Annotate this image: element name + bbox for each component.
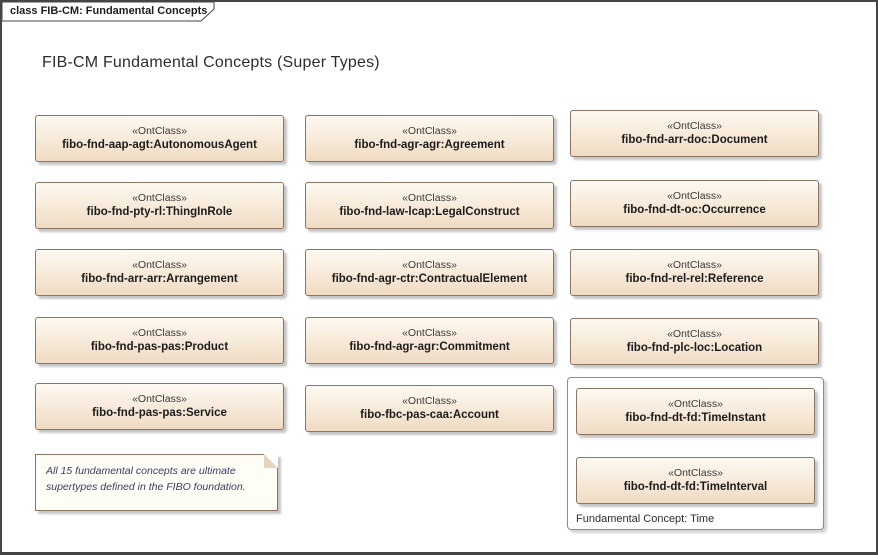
ontclass-box[interactable]: «OntClass» fibo-fnd-dt-oc:Occurrence: [570, 180, 819, 227]
class-name: fibo-fnd-plc-loc:Location: [626, 341, 763, 354]
class-name: fibo-fnd-agr-ctr:ContractualElement: [331, 272, 528, 285]
ontclass-box[interactable]: «OntClass» fibo-fnd-pas-pas:Product: [35, 317, 284, 364]
class-name: fibo-fnd-arr-doc:Document: [621, 133, 768, 146]
stereotype-label: «OntClass»: [668, 398, 723, 410]
class-name: fibo-fnd-pty-rl:ThingInRole: [86, 205, 233, 218]
class-name: fibo-fnd-agr-agr:Commitment: [349, 340, 510, 353]
class-name: fibo-fnd-dt-oc:Occurrence: [623, 203, 766, 216]
class-name: fibo-fnd-law-lcap:LegalConstruct: [339, 205, 520, 218]
stereotype-label: «OntClass»: [132, 327, 187, 339]
note-text: All 15 fundamental concepts are ultimate…: [46, 465, 246, 494]
diagram-title: FIB-CM Fundamental Concepts (Super Types…: [42, 54, 380, 71]
stereotype-label: «OntClass»: [667, 259, 722, 271]
ontclass-box[interactable]: «OntClass» fibo-fnd-rel-rel:Reference: [570, 249, 819, 296]
stereotype-label: «OntClass»: [402, 327, 457, 339]
stereotype-label: «OntClass»: [668, 467, 723, 479]
class-name: fibo-fnd-pas-pas:Service: [92, 406, 227, 419]
ontclass-box[interactable]: «OntClass» fibo-fnd-pas-pas:Service: [35, 383, 284, 430]
note[interactable]: All 15 fundamental concepts are ultimate…: [35, 454, 278, 511]
stereotype-label: «OntClass»: [402, 192, 457, 204]
ontclass-box[interactable]: «OntClass» fibo-fnd-arr-doc:Document: [570, 110, 819, 157]
ontclass-box[interactable]: «OntClass» fibo-fnd-law-lcap:LegalConstr…: [305, 182, 554, 229]
ontclass-box[interactable]: «OntClass» fibo-fnd-aap-agt:AutonomousAg…: [35, 115, 284, 162]
stereotype-label: «OntClass»: [132, 393, 187, 405]
stereotype-label: «OntClass»: [132, 259, 187, 271]
stereotype-label: «OntClass»: [132, 192, 187, 204]
ontclass-box[interactable]: «OntClass» fibo-fnd-dt-fd:TimeInterval: [576, 457, 815, 504]
ontclass-box[interactable]: «OntClass» fibo-fnd-pty-rl:ThingInRole: [35, 182, 284, 229]
stereotype-label: «OntClass»: [402, 395, 457, 407]
class-name: fibo-fnd-arr-arr:Arrangement: [81, 272, 238, 285]
frame-tab: class FIB-CM: Fundamental Concepts: [2, 2, 216, 22]
ontclass-box[interactable]: «OntClass» fibo-fnd-agr-ctr:ContractualE…: [305, 249, 554, 296]
frame-tab-shape: [2, 2, 215, 22]
ontclass-box[interactable]: «OntClass» fibo-fbc-pas-caa:Account: [305, 385, 554, 432]
class-name: fibo-fnd-dt-fd:TimeInstant: [625, 411, 766, 424]
ontclass-box[interactable]: «OntClass» fibo-fnd-agr-agr:Agreement: [305, 115, 554, 162]
frame-tab-label: class FIB-CM: Fundamental Concepts: [10, 5, 208, 17]
ontclass-box[interactable]: «OntClass» fibo-fnd-arr-arr:Arrangement: [35, 249, 284, 296]
class-name: fibo-fnd-aap-agt:AutonomousAgent: [62, 138, 257, 151]
class-name: fibo-fnd-rel-rel:Reference: [625, 272, 764, 285]
class-name: fibo-fnd-agr-agr:Agreement: [354, 138, 505, 151]
stereotype-label: «OntClass»: [667, 120, 722, 132]
stereotype-label: «OntClass»: [667, 190, 722, 202]
time-group-label: Fundamental Concept: Time: [576, 513, 715, 525]
class-name: fibo-fbc-pas-caa:Account: [360, 408, 499, 421]
stereotype-label: «OntClass»: [667, 328, 722, 340]
class-name: fibo-fnd-pas-pas:Product: [90, 340, 229, 353]
ontclass-box[interactable]: «OntClass» fibo-fnd-agr-agr:Commitment: [305, 317, 554, 364]
stereotype-label: «OntClass»: [402, 125, 457, 137]
ontclass-box[interactable]: «OntClass» fibo-fnd-plc-loc:Location: [570, 318, 819, 365]
ontclass-box[interactable]: «OntClass» fibo-fnd-dt-fd:TimeInstant: [576, 388, 815, 435]
stereotype-label: «OntClass»: [132, 125, 187, 137]
stereotype-label: «OntClass»: [402, 259, 457, 271]
class-name: fibo-fnd-dt-fd:TimeInterval: [623, 480, 768, 493]
